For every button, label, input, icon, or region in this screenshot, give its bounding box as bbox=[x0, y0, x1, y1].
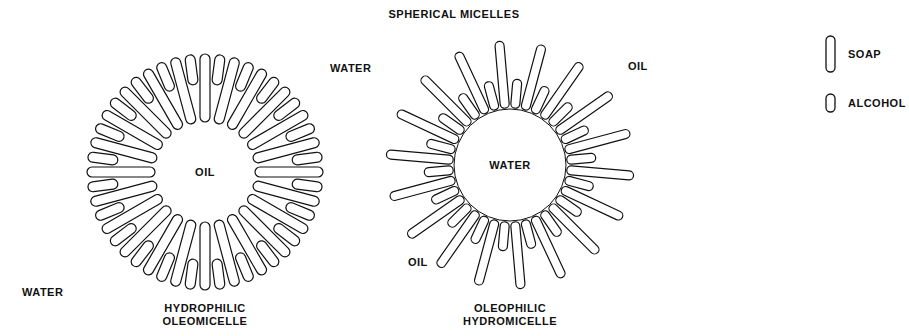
molecule-stroke bbox=[87, 152, 118, 166]
medium-label: WATER bbox=[330, 62, 371, 75]
diagram-title: SPHERICAL MICELLES bbox=[388, 8, 519, 21]
molecule-stroke bbox=[292, 179, 323, 193]
molecule-stroke bbox=[454, 51, 490, 116]
molecule-stroke bbox=[564, 129, 631, 155]
oleomicelle-molecules bbox=[87, 54, 323, 290]
core-label: OIL bbox=[195, 166, 215, 179]
medium-label: OIL bbox=[408, 256, 428, 269]
soap-symbol bbox=[826, 36, 835, 72]
legend-label: ALCOHOL bbox=[848, 97, 906, 110]
molecule-stroke bbox=[200, 222, 210, 290]
molecule-stroke bbox=[87, 179, 118, 193]
legend-label: SOAP bbox=[848, 48, 881, 61]
micelle-caption: OLEOPHILIC HYDROMICELLE bbox=[450, 302, 570, 328]
hydromicelle-molecules bbox=[386, 41, 634, 289]
medium-label: OIL bbox=[628, 60, 648, 73]
molecule-stroke bbox=[185, 259, 199, 290]
molecule-stroke bbox=[510, 221, 525, 289]
molecule-stroke bbox=[566, 153, 596, 164]
core-label: WATER bbox=[489, 159, 530, 172]
micelle-core: WATER bbox=[458, 113, 562, 217]
molecule-stroke bbox=[292, 152, 323, 166]
molecule-stroke bbox=[498, 221, 509, 251]
alcohol-symbol bbox=[826, 94, 835, 112]
medium-label: WATER bbox=[22, 286, 63, 299]
molecule-stroke bbox=[389, 175, 456, 201]
molecule-stroke bbox=[530, 215, 566, 280]
molecule-stroke bbox=[212, 259, 226, 290]
molecule-stroke bbox=[520, 219, 536, 249]
molecule-stroke bbox=[87, 167, 155, 177]
molecule-stroke bbox=[424, 165, 454, 176]
micelle-caption: HYDROPHILIC OLEOMICELLE bbox=[145, 302, 265, 328]
molecule-stroke bbox=[200, 54, 210, 122]
molecule-stroke bbox=[495, 41, 510, 109]
molecule-stroke bbox=[483, 81, 499, 111]
molecule-stroke bbox=[212, 54, 226, 85]
molecule-stroke bbox=[510, 79, 521, 109]
molecule-stroke bbox=[185, 54, 199, 85]
water-core-outline bbox=[454, 109, 566, 221]
molecule-stroke bbox=[255, 167, 323, 177]
micelle-core: OIL bbox=[159, 126, 251, 218]
